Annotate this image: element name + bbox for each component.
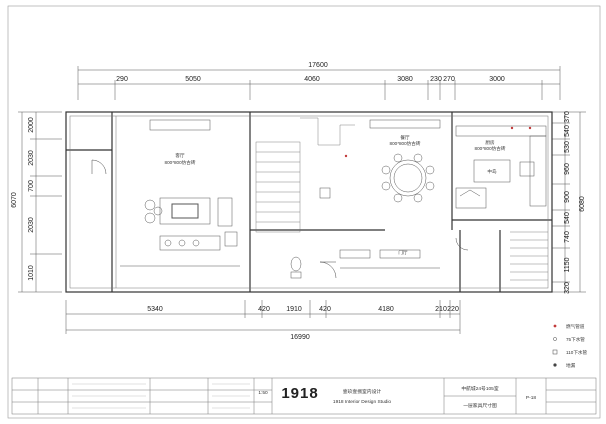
right-dim-2: 540 [564,125,571,137]
room-label-kitchen: 厨房 [485,139,495,146]
top-dim-4: 3080 [397,76,413,83]
floor-drain-legend-icon [553,363,557,367]
pipe-markers [344,126,532,158]
right-dim-4: 960 [564,163,571,175]
left-dim-5: 1010 [28,265,35,281]
title-block-fine-lines [72,383,250,409]
legend-item-110: 110下水管 [566,349,588,356]
drawing-scale: 1:50 [258,390,268,396]
staircase [255,117,548,281]
project-name: 中航城24号105室 [461,385,499,392]
left-dim-1: 2000 [28,117,35,133]
right-dim-8: 1150 [564,257,571,272]
top-dim-6: 270 [443,76,455,83]
top-dim-2: 5050 [185,76,201,83]
top-dimension-chain [77,66,561,100]
legend-item-gas: 燃气管道 [566,323,585,330]
company-logo: 1918 [281,385,318,402]
right-dim-3: 530 [564,141,571,153]
dining-furniture [319,119,441,203]
room-tile-kitchen: 800*800仿古砖 [475,145,506,152]
entry-fixtures [290,249,440,279]
left-dim-4: 2030 [28,217,35,233]
right-dim-1: 370 [564,111,571,123]
room-label-entry: 门厅 [398,249,408,256]
left-total-dim: 6070 [11,192,18,208]
drain-75-legend-icon [553,337,557,341]
top-dim-7: 3000 [489,76,505,83]
room-tile-dining: 800*800仿古砖 [390,140,421,147]
kitchen-island-label: 中岛 [487,168,497,175]
top-total-dim: 17600 [308,62,328,69]
top-dim-3: 4060 [304,76,320,83]
top-dim-5: 230 [430,76,442,83]
bottom-dim-4: 420 [319,306,331,313]
bottom-dim-6: 210 [435,306,447,313]
inner-wall-lines [69,115,549,289]
room-label-living: 客厅 [175,152,185,159]
legend-item-75: 75下水管 [566,336,585,343]
right-total-dim: 6080 [579,196,586,212]
left-dim-3: 700 [28,180,35,192]
bottom-dim-7: 220 [447,306,459,313]
title-block [11,377,597,415]
bottom-total-dim: 16990 [290,334,310,341]
living-room-furniture [120,119,240,267]
bottom-dim-5: 4180 [378,306,394,313]
right-dim-5: 900 [564,191,571,203]
right-dim-7: 740 [564,231,571,243]
legend: 燃气管道 75下水管 110下水管 地漏 [552,323,588,369]
bottom-dim-2: 420 [258,306,270,313]
room-label-dining: 餐厅 [400,134,410,141]
sheet-border [7,5,601,419]
walls [65,111,553,293]
doors [91,159,469,279]
company-name-en: 1918 Interior Design Studio [333,399,391,405]
room-tile-living: 800*800仿古砖 [165,159,196,166]
gas-pipe-legend-icon [553,324,557,328]
bottom-dim-3: 1910 [286,306,302,313]
legend-item-drain: 地漏 [566,362,576,369]
top-dim-1: 290 [116,76,128,83]
drawing-title: 一层家具尺寸图 [463,402,497,409]
drain-110-legend-icon [552,349,558,355]
right-dim-9: 320 [564,282,571,294]
sheet-number: P-18 [526,395,536,401]
left-dim-2: 2030 [28,150,35,166]
bottom-dimension-chain [65,300,461,334]
kitchen-furniture [455,125,547,209]
company-name-cn: 壹玖壹捌室内设计 [343,388,382,395]
left-dimension-chain [18,111,62,293]
bottom-dim-1: 5340 [147,306,163,313]
right-dim-6: 540 [564,212,571,224]
right-dimension-chain [552,111,586,293]
